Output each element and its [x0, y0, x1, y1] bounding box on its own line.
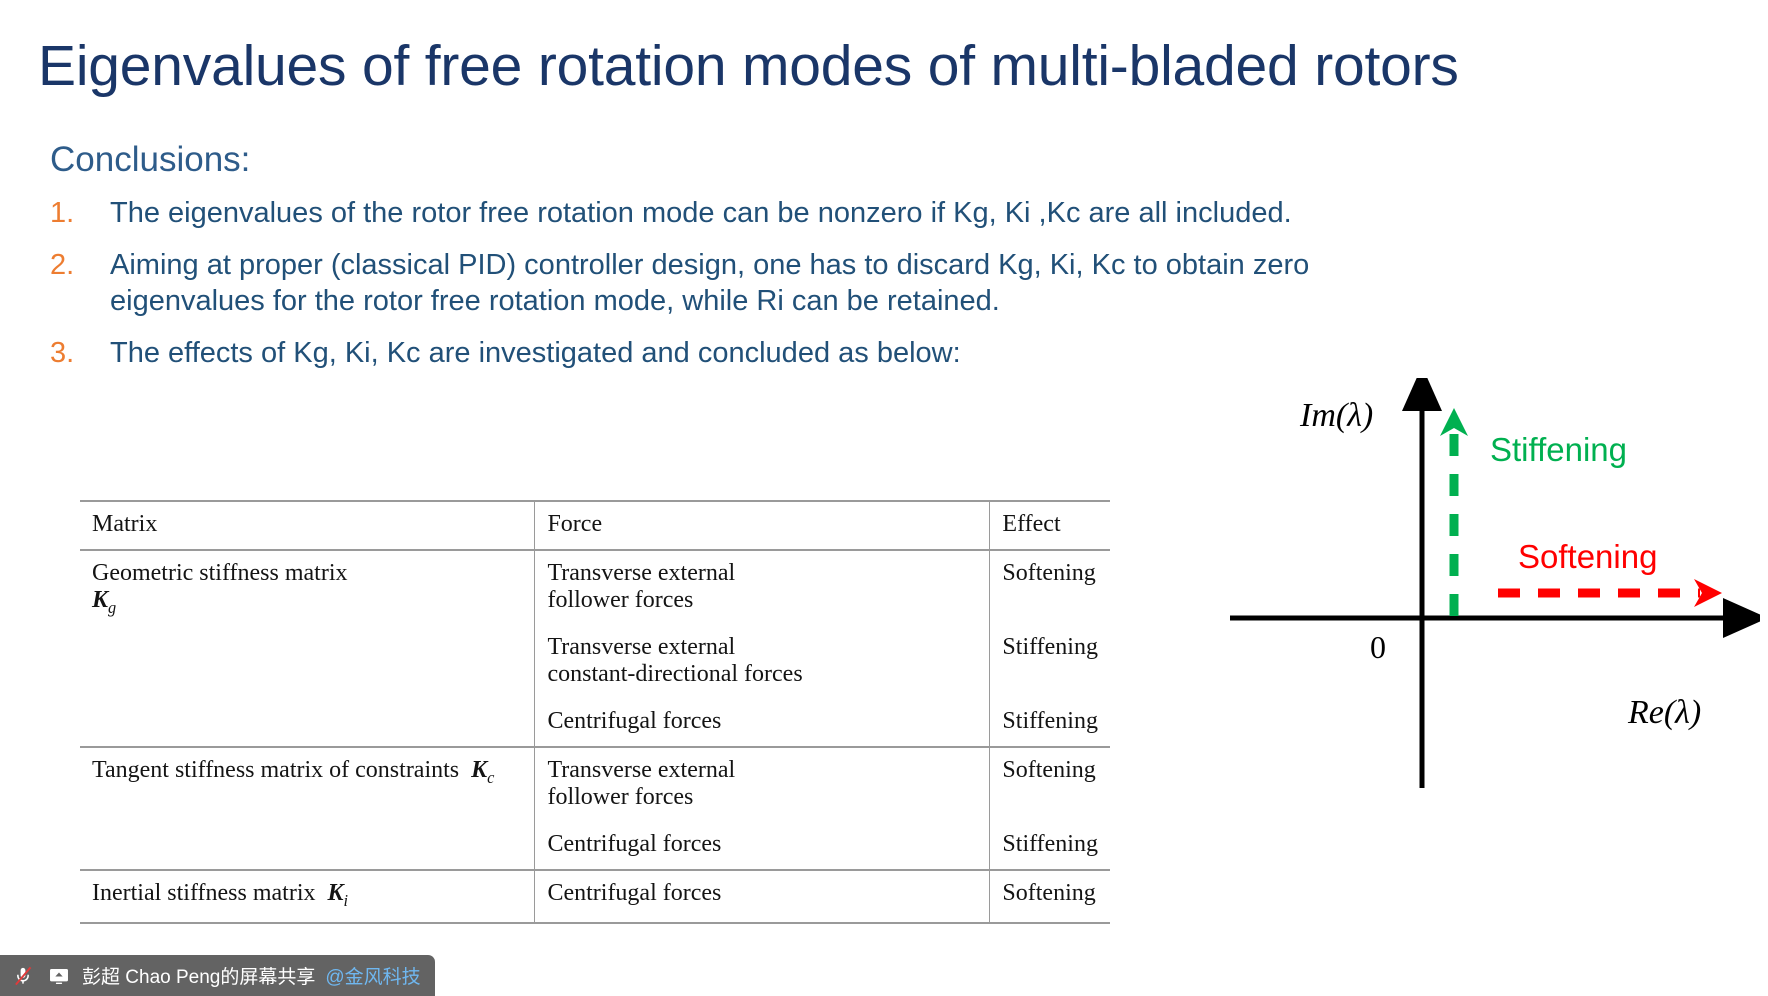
cell-force: Centrifugal forces — [534, 699, 990, 747]
list-item-marker: 1. — [50, 197, 75, 229]
cell-force: Centrifugal forces — [534, 869, 990, 924]
force-line: Transverse external — [547, 560, 736, 586]
matrix-symbol: Kg — [92, 587, 117, 617]
table-row: Tangent stiffness matrix of constraints … — [80, 746, 1110, 870]
matrix-symbol: Ki — [327, 880, 349, 910]
stiffening-arrowhead — [1440, 408, 1468, 436]
conclusions-list: 1. The eigenvalues of the rotor free rot… — [48, 196, 1448, 388]
table-row: Inertial stiffness matrix Ki Centrifugal… — [80, 869, 1110, 924]
cell-matrix: Inertial stiffness matrix Ki — [80, 869, 535, 924]
cell-effect: Softening — [989, 869, 1110, 924]
effects-table: Matrix Force Effect Geometric stiffness … — [80, 500, 1110, 924]
softening-label: Softening — [1518, 538, 1657, 575]
cell-effect: Softening — [989, 549, 1110, 625]
list-item-text: The effects of Kg, Ki, Kc are investigat… — [110, 336, 961, 369]
cell-effect: Softening — [989, 746, 1110, 822]
screen-share-icon[interactable] — [46, 963, 72, 989]
list-item: 3. The effects of Kg, Ki, Kc are investi… — [48, 336, 1448, 372]
cell-effect: Stiffening — [989, 822, 1110, 870]
softening-arrowhead — [1694, 579, 1722, 607]
list-item: 1. The eigenvalues of the rotor free rot… — [48, 196, 1448, 232]
imaginary-axis-label: Im(λ) — [1299, 397, 1373, 434]
table-row: Transverse external constant-directional… — [80, 625, 1110, 699]
list-item-text: Aiming at proper (classical PID) control… — [110, 248, 1310, 317]
cell-force: Centrifugal forces — [534, 822, 990, 870]
real-axis-label: Re(λ) — [1627, 694, 1701, 731]
screen-share-bar: 彭超 Chao Peng的屏幕共享 @金风科技 — [0, 955, 435, 996]
list-item: 2. Aiming at proper (classical PID) cont… — [48, 248, 1448, 320]
stiffening-label: Stiffening — [1490, 431, 1627, 468]
force-line: Centrifugal forces — [547, 880, 722, 906]
force-line: constant-directional forces — [547, 661, 803, 687]
matrix-symbol: Kc — [471, 757, 495, 787]
matrix-name: Geometric stiffness matrix — [92, 560, 348, 586]
cell-matrix: Geometric stiffness matrix Kg — [80, 549, 535, 747]
table-row: Centrifugal forces Stiffening — [80, 699, 1110, 747]
matrix-name: Tangent stiffness matrix of constraints — [92, 757, 460, 783]
matrix-name: Inertial stiffness matrix — [92, 880, 316, 906]
force-line: follower forces — [547, 784, 694, 810]
force-line: Centrifugal forces — [547, 708, 722, 734]
table-row: Centrifugal forces Stiffening — [80, 822, 1110, 870]
table-row: Geometric stiffness matrix Kg Transverse… — [80, 549, 1110, 747]
microphone-muted-icon[interactable] — [10, 963, 36, 989]
conclusions-heading: Conclusions: — [50, 140, 251, 179]
page-title: Eigenvalues of free rotation modes of mu… — [38, 34, 1459, 98]
share-host-text: 彭超 Chao Peng的屏幕共享 — [82, 967, 316, 988]
force-line: Transverse external — [547, 634, 736, 660]
column-header-force: Force — [534, 500, 990, 551]
cell-effect: Stiffening — [989, 625, 1110, 699]
list-item-marker: 3. — [50, 336, 75, 369]
cell-effect: Stiffening — [989, 699, 1110, 747]
share-org-text: @金风科技 — [325, 967, 421, 988]
cell-force: Transverse external follower forces — [534, 549, 990, 625]
force-line: follower forces — [547, 587, 694, 613]
cell-force: Transverse external constant-directional… — [534, 625, 990, 699]
column-header-effect: Effect — [989, 500, 1110, 551]
list-item-marker: 2. — [50, 248, 75, 281]
column-header-matrix: Matrix — [80, 500, 535, 551]
complex-plane-diagram: Im(λ) Re(λ) 0 Stiffening Softening — [1230, 378, 1760, 788]
force-line: Transverse external — [547, 757, 736, 783]
cell-force: Transverse external follower forces — [534, 746, 990, 822]
origin-label: 0 — [1370, 629, 1386, 665]
force-line: Centrifugal forces — [547, 831, 722, 857]
table-header-row: Matrix Force Effect — [80, 500, 1110, 551]
cell-matrix: Tangent stiffness matrix of constraints … — [80, 746, 535, 870]
list-item-text: The eigenvalues of the rotor free rotati… — [110, 197, 1292, 229]
